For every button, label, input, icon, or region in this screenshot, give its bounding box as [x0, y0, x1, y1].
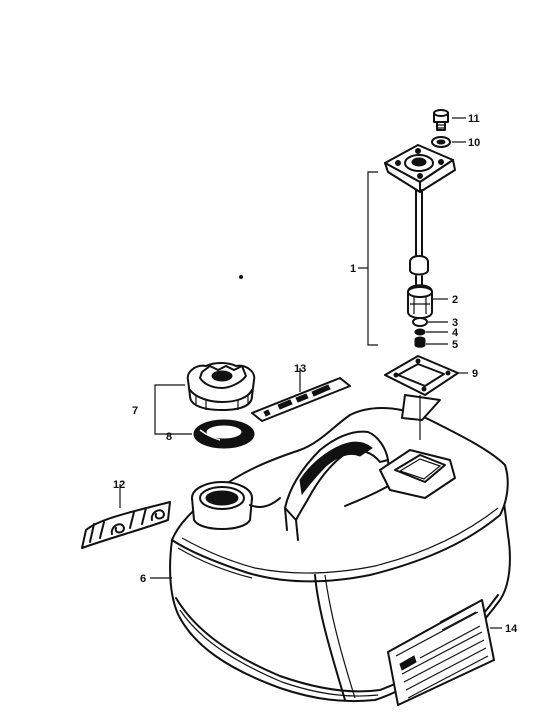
- callout-13: 13: [294, 363, 306, 375]
- callout-7: 7: [132, 405, 138, 417]
- leader-lines: [150, 117, 502, 629]
- stray-dot: [239, 275, 243, 279]
- label-strip: [251, 368, 351, 422]
- warning-label: [387, 599, 495, 706]
- callout-5: 5: [452, 339, 458, 351]
- callout-8: 8: [166, 431, 172, 443]
- callout-12: 12: [113, 479, 125, 491]
- callout-11: 11: [468, 113, 480, 125]
- callout-6: 6: [140, 573, 146, 585]
- filler-cap: [186, 362, 256, 411]
- bolt: [433, 109, 449, 131]
- clip: [414, 336, 426, 348]
- fuel-gauge-assembly: [367, 109, 456, 348]
- callout-1: 1: [350, 263, 356, 275]
- callout-10: 10: [468, 137, 480, 149]
- callout-labels: 1 2 3 4 5 6 7 8 9 10 11 12 13 14: [113, 113, 518, 635]
- cap-gasket: [193, 419, 255, 449]
- float: [407, 284, 433, 319]
- gauge-mounting-plate: [384, 144, 456, 193]
- callout-4: 4: [452, 327, 459, 339]
- suzuki-decal: [81, 484, 171, 549]
- washer: [431, 136, 451, 148]
- callout-9: 9: [472, 368, 478, 380]
- filler-neck: [191, 481, 281, 530]
- callout-3: 3: [452, 317, 458, 329]
- ring: [412, 317, 428, 327]
- callout-14: 14: [505, 623, 518, 635]
- small-washer: [414, 328, 426, 336]
- callout-2: 2: [452, 294, 458, 306]
